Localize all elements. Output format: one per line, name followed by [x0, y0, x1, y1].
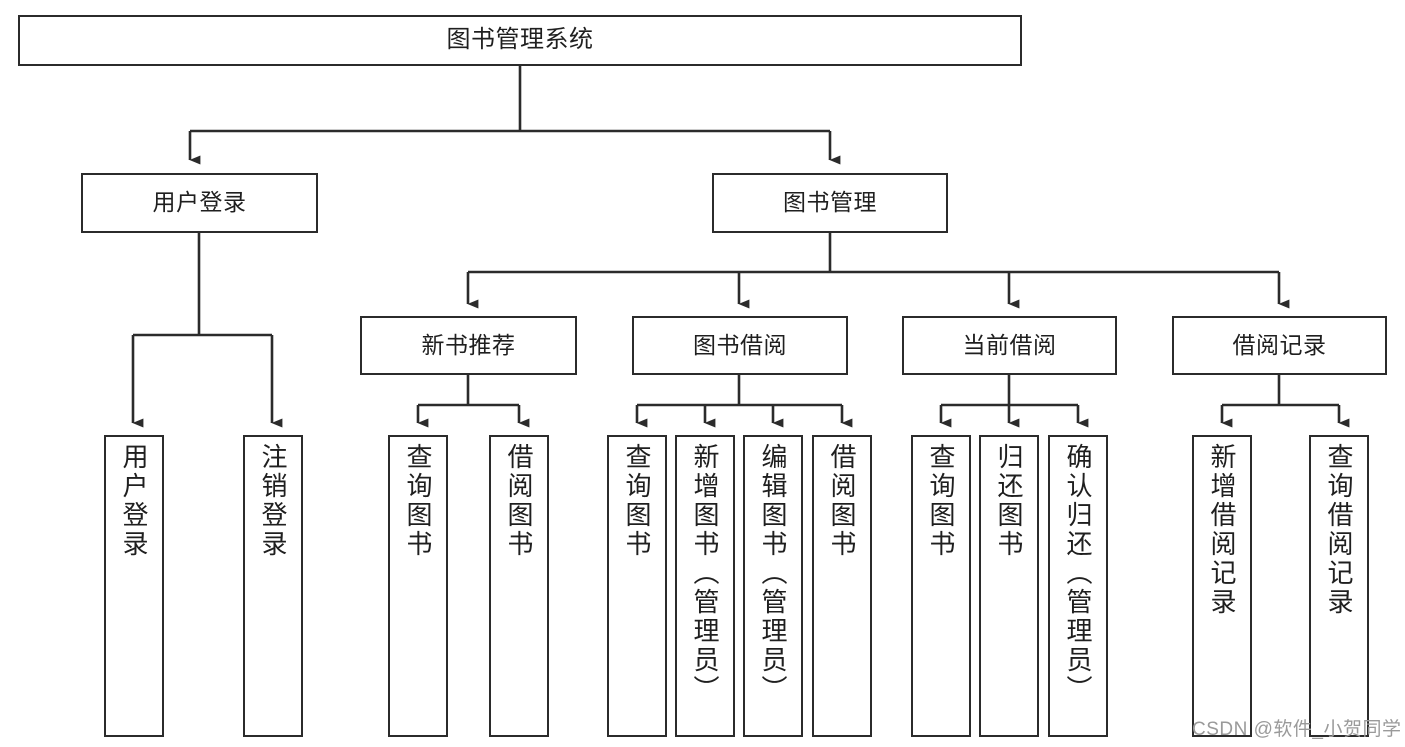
node-user-login[interactable]: 用户登录 [81, 173, 318, 233]
node-new-book-recommend[interactable]: 新书推荐 [360, 316, 577, 375]
node-label: 注销登录 [258, 443, 288, 559]
leaf-user-login-logout[interactable]: 注销登录 [243, 435, 303, 737]
leaf-current-borrow-query-book[interactable]: 查询图书 [911, 435, 971, 737]
leaf-new-book-query-book[interactable]: 查询图书 [388, 435, 448, 737]
leaf-borrow-record-query-record[interactable]: 查询借阅记录 [1309, 435, 1369, 737]
node-label: 查询图书 [403, 443, 433, 559]
leaf-current-borrow-return-book[interactable]: 归还图书 [979, 435, 1039, 737]
node-label: 编辑图书（管理员） [758, 443, 788, 704]
node-borrow-record[interactable]: 借阅记录 [1172, 316, 1387, 375]
leaf-new-book-borrow-book[interactable]: 借阅图书 [489, 435, 549, 737]
node-label: 查询图书 [926, 443, 956, 559]
leaf-book-borrow-add-book-admin[interactable]: 新增图书（管理员） [675, 435, 735, 737]
node-label: 新书推荐 [421, 331, 516, 358]
node-label: 借阅图书 [504, 443, 534, 559]
node-label: 用户登录 [152, 189, 247, 216]
node-book-borrow[interactable]: 图书借阅 [632, 316, 848, 375]
leaf-user-login-login[interactable]: 用户登录 [104, 435, 164, 737]
leaf-book-borrow-borrow-book[interactable]: 借阅图书 [812, 435, 872, 737]
node-label: 查询借阅记录 [1324, 443, 1354, 617]
node-label: 图书管理 [783, 189, 877, 216]
node-root-book-management-system[interactable]: 图书管理系统 [18, 15, 1022, 66]
leaf-borrow-record-add-record[interactable]: 新增借阅记录 [1192, 435, 1252, 737]
node-label: 归还图书 [994, 443, 1024, 559]
node-label: 确认归还（管理员） [1063, 443, 1093, 704]
leaf-current-borrow-confirm-return-admin[interactable]: 确认归还（管理员） [1048, 435, 1108, 737]
node-label: 查询图书 [622, 443, 652, 559]
node-label: 借阅记录 [1232, 331, 1327, 358]
node-label: 新增图书（管理员） [690, 443, 720, 704]
node-label: 借阅图书 [827, 443, 857, 559]
node-current-borrow[interactable]: 当前借阅 [902, 316, 1117, 375]
node-book-management[interactable]: 图书管理 [712, 173, 948, 233]
node-label: 当前借阅 [962, 331, 1057, 358]
node-label: 新增借阅记录 [1207, 443, 1237, 617]
leaf-book-borrow-query-book[interactable]: 查询图书 [607, 435, 667, 737]
node-label: 图书借阅 [693, 331, 787, 358]
node-label: 用户登录 [119, 443, 149, 559]
leaf-book-borrow-edit-book-admin[interactable]: 编辑图书（管理员） [743, 435, 803, 737]
node-label: 图书管理系统 [446, 26, 594, 54]
watermark-text: CSDN @软件_小贺同学 [1192, 719, 1402, 740]
